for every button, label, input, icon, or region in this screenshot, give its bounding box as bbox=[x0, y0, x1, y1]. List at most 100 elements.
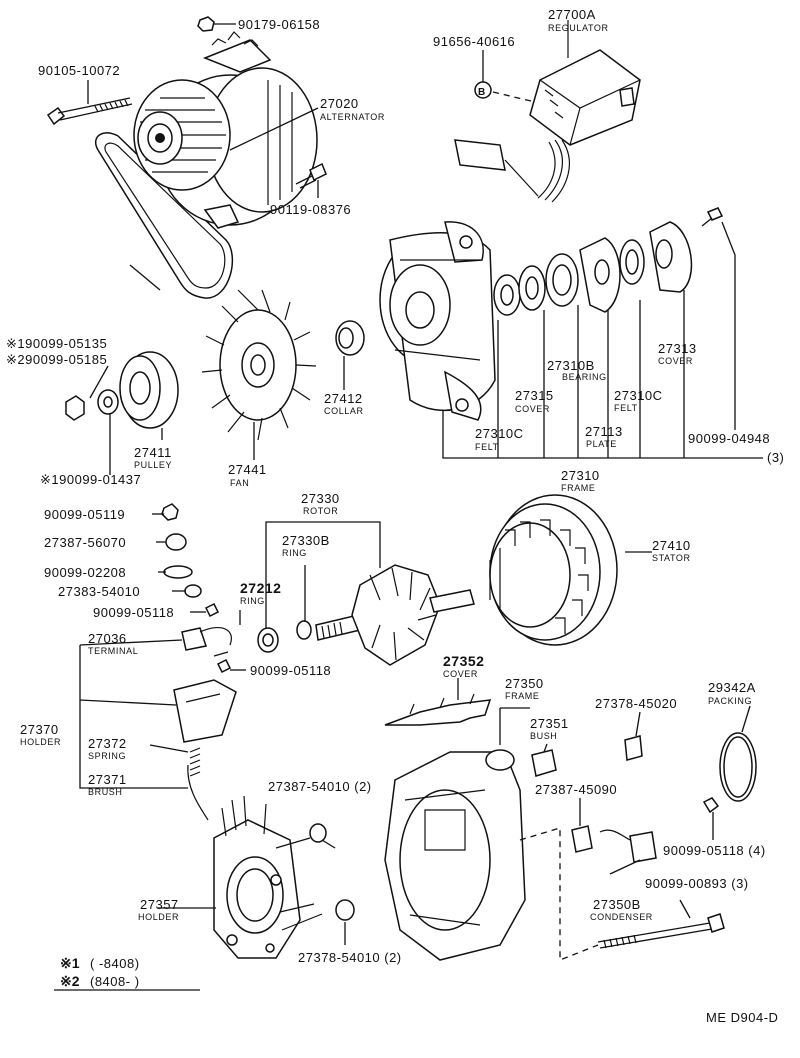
terminal-hardware-drawing bbox=[161, 503, 232, 674]
label-27313-name: COVER bbox=[658, 356, 693, 366]
label-27352-name: COVER bbox=[443, 669, 478, 679]
label-27212-name: RING bbox=[240, 596, 265, 606]
label-90099-05118-b: 90099-05118 bbox=[250, 663, 331, 678]
label-90099-05118-c: 90099-05118 (4) bbox=[663, 843, 766, 858]
rotor-27330-drawing bbox=[257, 564, 475, 666]
label-27350B: 27350B bbox=[593, 897, 641, 912]
condenser-27350B-drawing bbox=[571, 797, 720, 875]
label-27330B-name: RING bbox=[282, 548, 307, 558]
label-27441-name: FAN bbox=[230, 478, 249, 488]
label-27330-name: ROTOR bbox=[303, 506, 338, 516]
label-27351: 27351 bbox=[530, 716, 569, 731]
label-91656-40616: 91656-40616 bbox=[433, 34, 515, 49]
bushing-27387-54010-drawing bbox=[309, 823, 327, 843]
label-27383-54010: 27383-54010 bbox=[58, 584, 140, 599]
collar-27412-drawing bbox=[335, 320, 365, 356]
label-27310C-right: 27310C bbox=[614, 388, 663, 403]
label-27350-name: FRAME bbox=[505, 691, 540, 701]
regulator-27700A-drawing bbox=[454, 20, 641, 203]
label-27113-name: PLATE bbox=[586, 439, 617, 449]
label-27387-54010: 27387-54010 (2) bbox=[268, 779, 372, 794]
label-27310: 27310 bbox=[561, 468, 600, 483]
stator-27410-drawing bbox=[489, 494, 618, 646]
label-27372-name: SPRING bbox=[88, 751, 126, 761]
rectifier-holder-27357-drawing bbox=[213, 795, 323, 959]
label-27310B: 27310B bbox=[547, 358, 595, 373]
note-2-range: (8408- ) bbox=[90, 974, 140, 989]
label-90105-10072: 90105-10072 bbox=[38, 63, 120, 78]
label-27387-56070: 27387-56070 bbox=[44, 535, 126, 550]
label-90099-04948-qty: (3) bbox=[767, 450, 784, 465]
callout-letter-b: B bbox=[478, 87, 485, 98]
label-27330B: 27330B bbox=[282, 533, 330, 548]
label-27411-name: PULLEY bbox=[134, 460, 172, 470]
bolt-90105-drawing bbox=[46, 80, 133, 126]
label-90099-05135: ※190099-05135 bbox=[6, 336, 107, 351]
rear-frame-27350-drawing bbox=[384, 749, 526, 961]
bushing-27378-54010-drawing bbox=[335, 899, 355, 921]
label-27310B-name: BEARING bbox=[562, 372, 607, 382]
label-90099-01437: ※190099-01437 bbox=[40, 472, 141, 487]
label-27351-name: BUSH bbox=[530, 731, 557, 741]
label-29342A: 29342A bbox=[708, 680, 756, 695]
label-27357: 27357 bbox=[140, 897, 179, 912]
label-27330: 27330 bbox=[301, 491, 340, 506]
packing-29342A-drawing bbox=[719, 732, 757, 802]
bearing-stack-drawing bbox=[493, 207, 724, 316]
fan-27441-drawing bbox=[201, 289, 317, 441]
label-90099-05118-a: 90099-05118 bbox=[93, 605, 174, 620]
label-90099-02208: 90099-02208 bbox=[44, 565, 126, 580]
label-27310-name: FRAME bbox=[561, 483, 596, 493]
label-27310C-left-name: FELT bbox=[475, 442, 499, 452]
through-bolt-90099-00893-drawing bbox=[597, 913, 725, 949]
label-27371-name: BRUSH bbox=[88, 787, 123, 797]
label-90099-05119: 90099-05119 bbox=[44, 507, 125, 522]
label-27350: 27350 bbox=[505, 676, 544, 691]
label-27371: 27371 bbox=[88, 772, 127, 787]
label-27410: 27410 bbox=[652, 538, 691, 553]
nut-90179-drawing bbox=[197, 16, 236, 32]
label-27212: 27212 bbox=[240, 580, 281, 596]
label-27412-name: COLLAR bbox=[324, 406, 364, 416]
alternator-27020-drawing bbox=[133, 31, 319, 229]
label-27020: 27020 bbox=[320, 96, 359, 111]
label-27310C-right-name: FELT bbox=[614, 403, 638, 413]
label-27036: 27036 bbox=[88, 631, 127, 646]
note-1-range: ( -8408) bbox=[90, 956, 140, 971]
label-27315-name: COVER bbox=[515, 404, 550, 414]
drive-end-frame-27310-drawing bbox=[379, 221, 496, 421]
label-27441: 27441 bbox=[228, 462, 267, 477]
note-2-mark: ※2 bbox=[60, 973, 80, 989]
label-90179-06158: 90179-06158 bbox=[238, 17, 320, 32]
label-27410-name: STATOR bbox=[652, 553, 691, 563]
screw-90119-drawing bbox=[295, 162, 327, 198]
label-27113: 27113 bbox=[585, 424, 623, 439]
insulator-27378-45020-drawing bbox=[624, 735, 643, 761]
pulley-27411-drawing bbox=[65, 351, 179, 429]
label-90099-00893: 90099-00893 (3) bbox=[645, 876, 749, 891]
v-belt-drawing bbox=[95, 132, 234, 299]
cover-27352-drawing bbox=[384, 693, 492, 726]
label-27357-name: HOLDER bbox=[138, 912, 179, 922]
label-27387-45090: 27387-45090 bbox=[535, 782, 617, 797]
label-90119-08376: 90119-08376 bbox=[270, 202, 351, 217]
label-27350B-name: CONDENSER bbox=[590, 912, 653, 922]
label-27372: 27372 bbox=[88, 736, 127, 751]
label-27370: 27370 bbox=[20, 722, 59, 737]
figure-code: ME D904-D bbox=[706, 1010, 778, 1025]
label-27700A-name: REGULATOR bbox=[548, 23, 609, 33]
note-1-mark: ※1 bbox=[60, 955, 80, 971]
label-27313: 27313 bbox=[658, 341, 697, 356]
label-27700A: 27700A bbox=[548, 7, 596, 22]
label-27411: 27411 bbox=[134, 445, 172, 460]
label-29342A-name: PACKING bbox=[708, 696, 752, 706]
label-27378-45020: 27378-45020 bbox=[595, 696, 677, 711]
bush-27351-drawing bbox=[531, 749, 557, 777]
label-90099-04948: 90099-04948 bbox=[688, 431, 770, 446]
label-27036-name: TERMINAL bbox=[88, 646, 138, 656]
label-27370-name: HOLDER bbox=[20, 737, 61, 747]
label-27352: 27352 bbox=[443, 653, 484, 669]
label-27412: 27412 bbox=[324, 391, 363, 406]
brush-holder-27370-drawing bbox=[173, 679, 237, 821]
